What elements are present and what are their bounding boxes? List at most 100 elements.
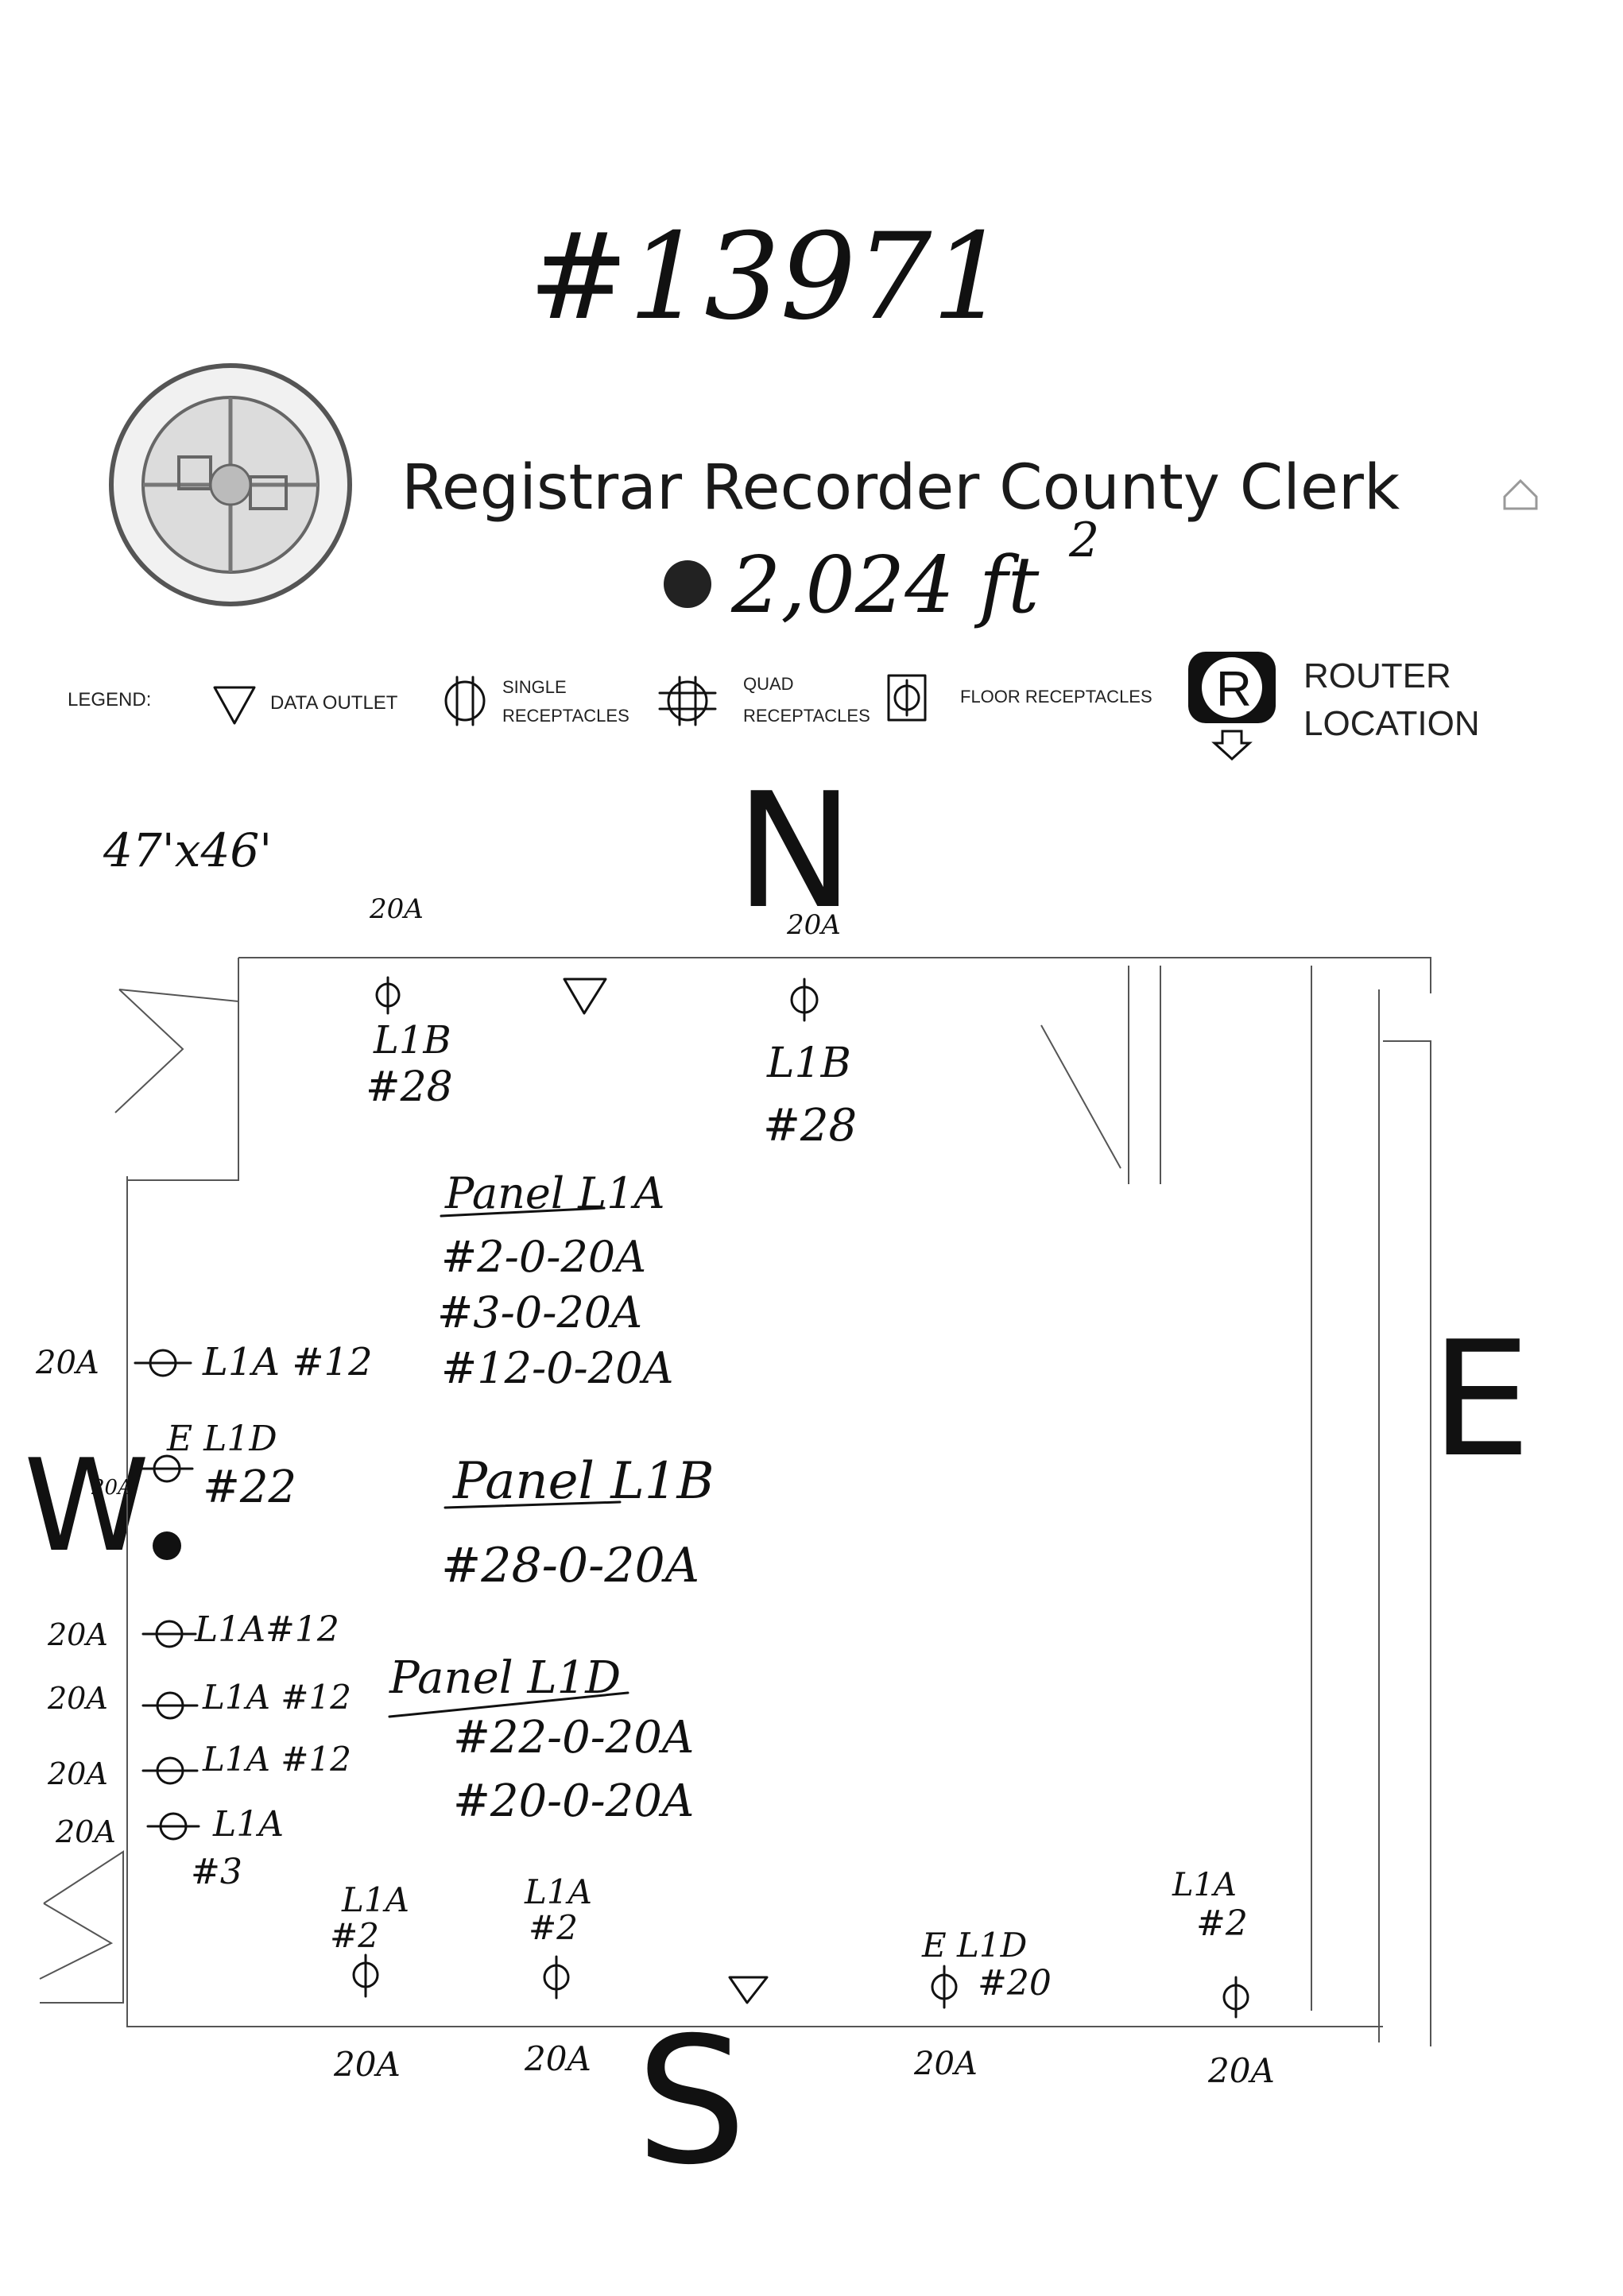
bottom-outlet: L1A #2 20A (330, 1880, 409, 2084)
svg-text:#28: #28 (366, 1063, 453, 1111)
svg-text:20A: 20A (47, 1681, 108, 1716)
legend-data-outlet-text: DATA OUTLET (270, 692, 398, 714)
legend-quad-text-2: RECEPTACLES (743, 706, 870, 726)
floor-receptacle-icon (887, 674, 927, 722)
svg-text:20A: 20A (913, 2046, 978, 2082)
single-receptacle-icon (140, 1454, 194, 1483)
svg-text:#22: #22 (203, 1462, 296, 1513)
single-receptacle-icon (141, 1620, 197, 1648)
svg-text:#2: #2 (529, 1908, 578, 1947)
single-receptacle-icon (375, 976, 401, 1015)
legend-quad-text-1: QUAD (743, 674, 794, 694)
top-outlet-right: L1B #28 (763, 978, 857, 1152)
home-icon (1503, 478, 1538, 510)
panel-l1d-block: Panel L1D #22-0-20A #20-0-20A (388, 1652, 694, 1827)
panel-circuit: #20-0-20A (453, 1775, 694, 1827)
compass-east: E (1431, 1307, 1531, 1493)
svg-text:E L1D: E L1D (921, 1926, 1027, 1965)
single-receptacle-icon (141, 1756, 199, 1785)
single-receptacle-icon (141, 1691, 199, 1720)
svg-text:20A: 20A (91, 1476, 133, 1500)
bottom-outlet: L1A #2 20A (1172, 1867, 1275, 2090)
single-receptacle-icon (1222, 1976, 1249, 2019)
panel-circuit: #22-0-20A (453, 1712, 694, 1764)
svg-text:L1A: L1A (524, 1872, 592, 1911)
page-title: Registrar Recorder County Clerk (401, 452, 1400, 524)
top-amp-left: 20A (369, 893, 424, 925)
west-outlet: 20A L1A #3 (55, 1804, 284, 1892)
compass-west: W (24, 1431, 149, 1580)
floor-receptacle-marked-icon (153, 1531, 181, 1560)
data-outlet-triangle-icon (213, 686, 256, 725)
svg-text:#3: #3 (191, 1852, 242, 1892)
legend-floor-text: FLOOR RECEPTACLES (960, 687, 1152, 707)
panel-circuit: #28-0-20A (441, 1538, 699, 1593)
single-receptacle-icon (444, 676, 486, 726)
room-dimensions: 47'x46' (103, 823, 272, 877)
svg-text:L1A: L1A (341, 1880, 409, 1919)
top-outlet-left: L1B #28 (366, 976, 453, 1111)
svg-text:#2: #2 (1196, 1903, 1248, 1944)
panel-circuit: #12-0-20A (441, 1343, 674, 1393)
svg-text:20A: 20A (524, 2039, 591, 2078)
panel-name: Panel L1B (452, 1452, 715, 1511)
svg-text:L1A: L1A (1172, 1867, 1237, 1903)
panel-name: Panel L1D (389, 1652, 621, 1704)
svg-text:20A: 20A (35, 1345, 99, 1381)
svg-text:20A: 20A (333, 2045, 401, 2084)
svg-text:20A: 20A (1207, 2051, 1275, 2090)
record-number: #13971 (529, 208, 1008, 347)
single-receptacle-icon (352, 1953, 379, 1998)
bottom-outlet: L1A #2 20A (524, 1872, 592, 2078)
single-receptacle-icon (790, 978, 819, 1022)
legend: LEGEND: DATA OUTLET SINGLE RECEPTACLES Q… (68, 652, 1480, 761)
svg-text:L1A #12: L1A #12 (202, 1678, 351, 1717)
svg-text:L1B: L1B (766, 1040, 851, 1087)
svg-text:2,024 ft: 2,024 ft (730, 540, 1040, 631)
compass-south: S (636, 2000, 747, 2203)
west-outlet: 20A E L1D #22 (91, 1419, 296, 1513)
quad-receptacle-icon (658, 676, 717, 726)
west-outlet: 20A L1A #12 (47, 1678, 351, 1720)
svg-text:L1A: L1A (212, 1804, 284, 1845)
legend-single-text-1: SINGLE (502, 677, 567, 697)
svg-text:2: 2 (1068, 513, 1099, 568)
single-receptacle-icon (134, 1349, 192, 1377)
svg-text:E L1D: E L1D (166, 1419, 277, 1459)
single-receptacle-icon (931, 1965, 958, 2009)
panel-circuit: #2-0-20A (441, 1232, 646, 1282)
svg-text:#28: #28 (763, 1100, 857, 1152)
svg-text:20A: 20A (55, 1814, 116, 1849)
svg-text:L1A #12: L1A #12 (202, 1340, 373, 1384)
legend-label: LEGEND: (68, 689, 151, 710)
svg-text:L1A#12: L1A#12 (194, 1609, 339, 1650)
top-amp-right: 20A (786, 909, 841, 941)
west-outlet: 20A L1A #12 (35, 1340, 373, 1384)
west-outlet: 20A L1A#12 (47, 1609, 339, 1652)
router-location-icon: R (1188, 652, 1276, 761)
svg-text:20A: 20A (47, 1617, 108, 1652)
single-receptacle-icon (543, 1955, 570, 2000)
panel-l1b-block: Panel L1B #28-0-20A (441, 1452, 715, 1593)
single-receptacle-icon (146, 1812, 200, 1841)
bottom-outlet: E L1D #20 20A (913, 1926, 1052, 2082)
floor-plan-walls (39, 957, 1431, 2046)
county-seal-logo (109, 363, 352, 606)
panel-circuit: #3-0-20A (437, 1287, 642, 1338)
svg-text:#2: #2 (330, 1916, 379, 1955)
data-outlet-triangle-icon (728, 1976, 769, 2004)
svg-text:20A: 20A (47, 1756, 108, 1791)
legend-single-text-2: RECEPTACLES (502, 706, 629, 726)
area-label: 2,024 ft 2 (664, 513, 1099, 631)
router-label-2: LOCATION (1303, 704, 1480, 743)
svg-text:L1A #12: L1A #12 (202, 1740, 351, 1779)
west-outlet: 20A L1A #12 (47, 1740, 351, 1791)
compass-north: N (735, 759, 854, 944)
data-outlet-triangle-icon (563, 978, 607, 1015)
svg-text:L1B: L1B (373, 1018, 451, 1063)
panel-l1a-block: Panel L1A #2-0-20A #3-0-20A #12-0-20A (437, 1168, 674, 1393)
svg-text:R: R (1216, 662, 1252, 717)
svg-text:#20: #20 (978, 1963, 1052, 2004)
router-label-1: ROUTER (1303, 656, 1451, 695)
